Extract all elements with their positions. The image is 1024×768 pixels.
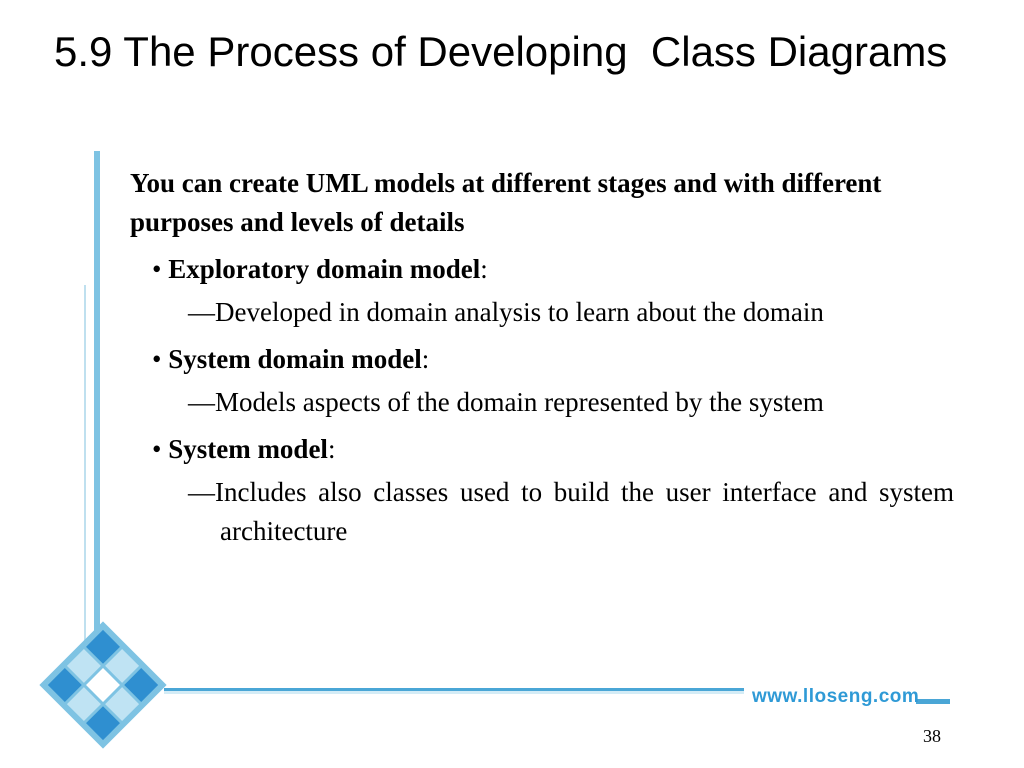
sub-item: —Includes also classes used to build the… [188, 473, 954, 551]
bullet-line: • Exploratory domain model: [152, 250, 954, 289]
sub-text: Models aspects of the domain represented… [215, 387, 824, 417]
page-number: 38 [923, 726, 941, 746]
sub-dash: — [188, 297, 215, 327]
list-item: • Exploratory domain model: —Developed i… [130, 250, 954, 332]
bullet-marker: • [152, 434, 162, 464]
footer-divider [164, 688, 744, 694]
bullet-colon: : [480, 254, 488, 284]
bullet-term: System model [168, 434, 328, 464]
list-item: • System model: —Includes also classes u… [130, 430, 954, 551]
bullet-colon: : [327, 434, 336, 464]
sub-text: Includes also classes used to build the … [215, 477, 954, 546]
sub-dash: — [188, 387, 215, 417]
footer-divider-right [916, 699, 950, 704]
bullet-marker: • [152, 344, 162, 374]
bullet-line: • System model: [152, 430, 954, 469]
sub-text: Developed in domain analysis to learn ab… [215, 297, 824, 327]
diamond-grid-icon [39, 621, 167, 749]
list-item: • System domain model: —Models aspects o… [130, 340, 954, 422]
sub-item: —Models aspects of the domain represente… [188, 383, 954, 422]
bullet-line: • System domain model: [152, 340, 954, 379]
footer-url: www.lloseng.com [752, 686, 920, 707]
bullet-term: Exploratory domain model [168, 254, 481, 284]
bullet-colon: : [421, 344, 430, 374]
left-accent-bar-thin [84, 285, 86, 685]
left-accent-bar [94, 151, 100, 673]
intro-text: You can create UML models at different s… [130, 168, 882, 237]
slide-title: 5.9 The Process of Developing Class Diag… [54, 28, 948, 75]
bullet-term: System domain model [168, 344, 422, 374]
sub-dash: — [188, 477, 215, 507]
slide-content: You can create UML models at different s… [130, 164, 954, 559]
bullet-marker: • [152, 254, 162, 284]
sub-item: —Developed in domain analysis to learn a… [188, 293, 954, 332]
